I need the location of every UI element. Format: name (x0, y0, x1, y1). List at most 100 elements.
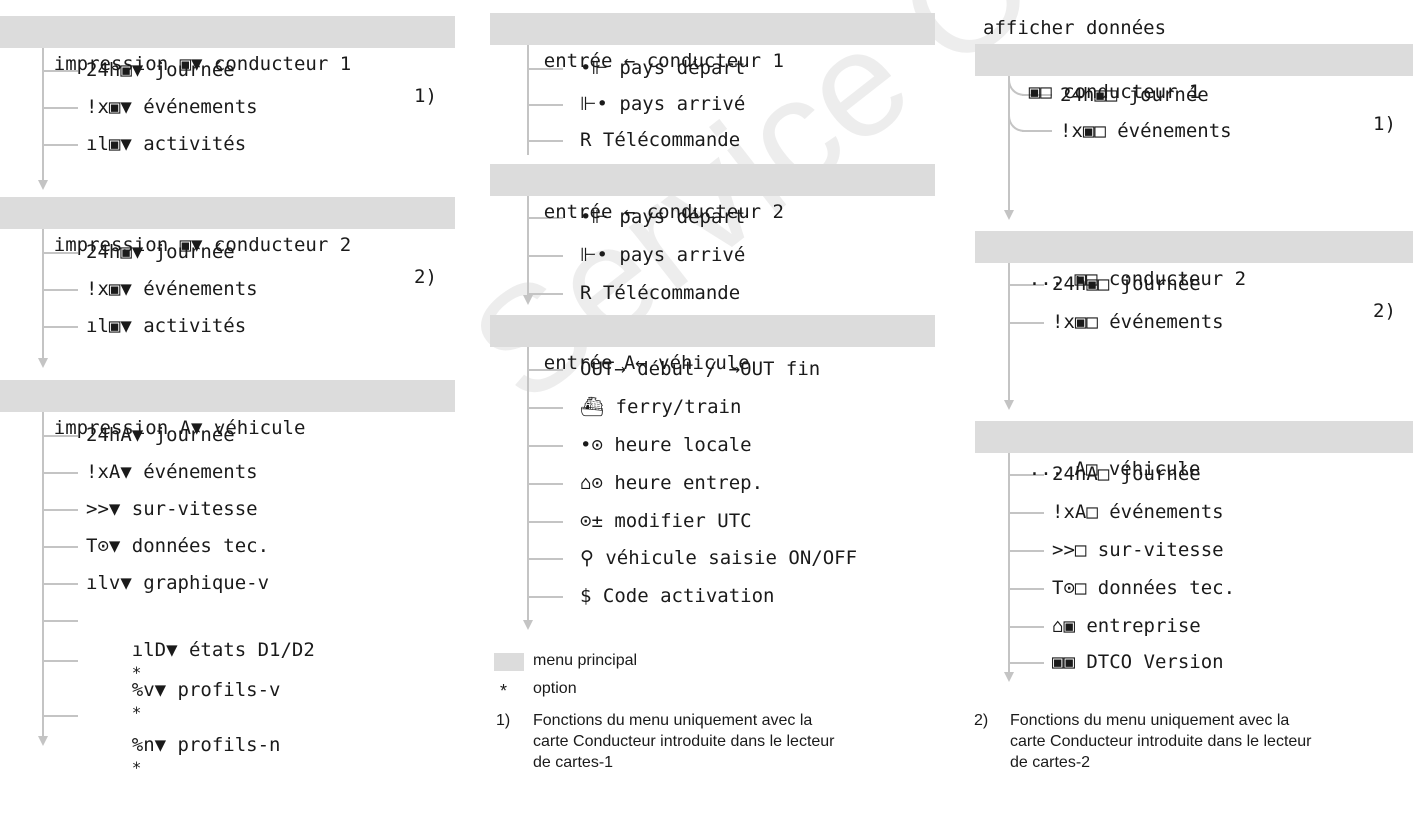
menu-item[interactable]: >>▼ sur-vitesse (86, 498, 258, 520)
menu-item[interactable]: ⌂⊙ heure entrep. (580, 472, 764, 494)
menu-item[interactable]: 24h▣▼ journée (86, 59, 235, 81)
header-label: entrée A← véhicule (543, 352, 750, 374)
tree-branch (42, 620, 78, 622)
menu-item[interactable]: ıl▣▼ activités (86, 315, 247, 337)
tree-line (1008, 75, 1010, 213)
tree-branch (527, 255, 563, 257)
header-label: ▣□ conducteur 1 (1028, 81, 1201, 103)
menu-item[interactable]: ⊩• pays arrivé (580, 244, 746, 266)
menu-item[interactable]: !x▣▼ événements (86, 278, 258, 300)
menu-item[interactable]: !x▣□ événements (1052, 311, 1224, 333)
note-1-text: Fonctions du menu uniquement avec la car… (533, 710, 835, 773)
tree-branch (42, 252, 78, 254)
note-line: de cartes-1 (533, 754, 614, 771)
tree-branch (1022, 130, 1052, 132)
tree-branch (42, 583, 78, 585)
menu-item[interactable]: •⊩ pays départ (580, 206, 746, 228)
menu-header-display-vehicle[interactable]: ... A□ véhicule (975, 421, 1413, 480)
menu-item[interactable]: R Télécommande (580, 129, 741, 151)
tree-line (1008, 262, 1010, 404)
tree-branch (527, 369, 563, 371)
menu-item[interactable]: T⊙□ données tec. (1052, 577, 1236, 599)
header-label: ... A□ véhicule (1028, 458, 1201, 480)
tree-branch (527, 104, 563, 106)
tree-branch (527, 558, 563, 560)
arrow-down-icon (38, 358, 48, 368)
tree-branch (1008, 662, 1044, 664)
display-section-title: afficher données (983, 17, 1167, 39)
tree-line (527, 191, 529, 299)
tree-branch (42, 144, 78, 146)
menu-item[interactable]: 24h▣▼ journée (86, 241, 235, 263)
header-label: impression ▣▼ conducteur 1 (53, 53, 352, 75)
menu-item[interactable]: ⌂▣ entreprise (1052, 615, 1201, 637)
note-2-number: 2) (974, 712, 989, 729)
menu-item[interactable]: 24hA□ journée (1052, 463, 1201, 485)
menu-item[interactable]: •⊩ pays départ (580, 57, 746, 79)
legend-swatch (494, 653, 524, 671)
menu-item[interactable]: $ Code activation (580, 585, 775, 607)
tree-branch (1008, 588, 1044, 590)
tree-branch (1008, 626, 1044, 628)
menu-item[interactable]: %v▼ profils-v * (86, 645, 281, 722)
tree-branch (1008, 474, 1044, 476)
menu-item[interactable]: ılD▼ états D1/D2 * (86, 605, 315, 682)
option-star: * (131, 663, 142, 682)
menu-item[interactable]: ılv▼ graphique-v (86, 572, 270, 594)
menu-header-print-driver-1[interactable]: impression ▣▼ conducteur 1 1) (0, 16, 455, 107)
header-label: entrée ← conducteur 1 (543, 50, 784, 72)
arrow-down-icon (38, 180, 48, 190)
tree-line (42, 228, 44, 362)
menu-header-print-driver-2[interactable]: impression ▣▼ conducteur 2 2) (0, 197, 455, 288)
tree-branch (1008, 322, 1044, 324)
tree-line (42, 411, 44, 737)
menu-header-input-driver-2[interactable]: entrée ← conducteur 2 (490, 164, 935, 223)
note-line: de cartes-2 (1010, 754, 1091, 771)
menu-item[interactable]: !x▣▼ événements (86, 96, 258, 118)
menu-item[interactable]: !x▣□ événements (1060, 120, 1232, 142)
menu-item-label: %n▼ profils-n (131, 734, 281, 756)
menu-item[interactable]: R Télécommande (580, 282, 741, 304)
note-line: carte Conducteur introduite dans le lect… (533, 733, 835, 750)
arrow-down-icon (1004, 400, 1014, 410)
menu-item[interactable]: 24h▣□ journée (1060, 84, 1209, 106)
tree-line (1008, 453, 1010, 675)
menu-item[interactable]: !xA▼ événements (86, 461, 258, 483)
tree-line (42, 40, 44, 182)
menu-header-input-vehicle[interactable]: entrée A← véhicule (490, 315, 935, 374)
menu-item[interactable]: !xA□ événements (1052, 501, 1224, 523)
tree-branch (527, 140, 563, 142)
legend-menu-label: menu principal (533, 652, 638, 669)
menu-item[interactable]: ⊩• pays arrivé (580, 93, 746, 115)
menu-item-label: %v▼ profils-v (131, 679, 281, 701)
menu-item[interactable]: ıl▣▼ activités (86, 133, 247, 155)
menu-item[interactable]: %n▼ profils-n * (86, 700, 281, 777)
menu-item[interactable]: ⚲ véhicule saisie ON/OFF (580, 547, 858, 569)
header-label: ... ▣□ conducteur 2 (1028, 268, 1247, 290)
menu-item[interactable]: ▣▣ DTCO Version (1052, 651, 1224, 673)
tree-branch (42, 107, 78, 109)
menu-item[interactable]: ⊙± modifier UTC (580, 510, 752, 532)
menu-item[interactable]: >>□ sur-vitesse (1052, 539, 1224, 561)
menu-header-display-driver-2[interactable]: ... ▣□ conducteur 2 2) (975, 231, 1413, 322)
header-label: entrée ← conducteur 2 (543, 201, 784, 223)
tree-branch (527, 217, 563, 219)
menu-item[interactable]: ⛴ ferry/train (580, 396, 742, 418)
menu-header-print-vehicle[interactable]: impression A▼ véhicule (0, 380, 455, 439)
option-star: * (131, 703, 142, 722)
tree-branch (1008, 284, 1044, 286)
tree-branch (42, 715, 78, 717)
menu-item[interactable]: 24hA▼ journée (86, 424, 235, 446)
menu-item[interactable]: T⊙▼ données tec. (86, 535, 270, 557)
menu-header-display-driver-1[interactable]: ▣□ conducteur 1 1) (975, 44, 1413, 135)
menu-header-input-driver-1[interactable]: entrée ← conducteur 1 (490, 13, 935, 72)
menu-item[interactable]: OUT→ début / →OUT fin (580, 358, 821, 380)
tree-branch (1022, 94, 1052, 96)
menu-item[interactable]: 24h▣□ journée (1052, 273, 1201, 295)
footnote-ref: 1) (1373, 113, 1396, 135)
tree-branch (42, 289, 78, 291)
legend-option-label: option (533, 680, 577, 697)
note-1-number: 1) (496, 712, 511, 729)
menu-item-label: ılD▼ états D1/D2 (131, 639, 315, 661)
menu-item[interactable]: •⊙ heure locale (580, 434, 752, 456)
